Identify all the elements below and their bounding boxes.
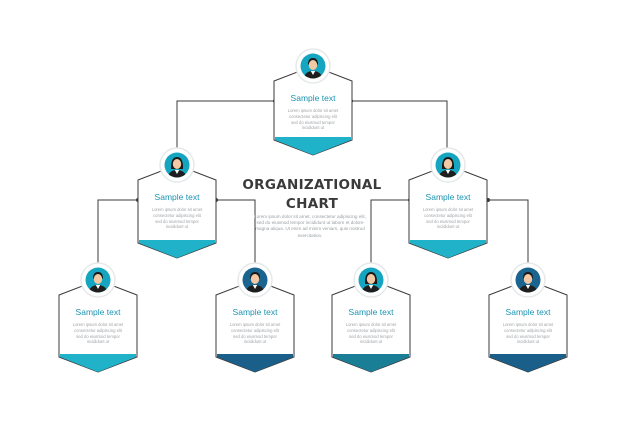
- avatar-collar: [368, 285, 374, 289]
- node-description-staff-3: Lorem ipsum dolor sit amet consectetur a…: [345, 322, 397, 345]
- man-avatar-icon: [295, 48, 331, 84]
- node-staff-1: [58, 279, 138, 373]
- avatar-face: [523, 274, 533, 284]
- avatar-shoulders: [246, 285, 264, 293]
- man-avatar-icon: [80, 262, 116, 298]
- node-accent-bar: [490, 354, 566, 372]
- node-description-staff-2: Lorem ipsum dolor sit amet consectetur a…: [229, 322, 281, 345]
- node-description-staff-1: Lorem ipsum dolor sit amet consectetur a…: [72, 322, 124, 345]
- connector-manager-left-to-staff-1: [97, 199, 138, 264]
- avatar-collar: [95, 285, 101, 289]
- node-description-manager-left: Lorem ipsum dolor sit amet consectetur a…: [151, 207, 203, 230]
- node-manager-left: [137, 164, 217, 259]
- node-staff-3: [331, 279, 411, 373]
- node-label-ceo: Sample text: [290, 93, 336, 103]
- man-avatar-icon: [510, 262, 546, 298]
- node-accent-bar: [410, 240, 486, 258]
- avatar-face: [172, 159, 182, 169]
- node-label-staff-1: Sample text: [75, 307, 121, 317]
- avatar-shoulders: [304, 71, 322, 79]
- avatar-face: [308, 60, 318, 70]
- avatar-collar: [252, 285, 258, 289]
- woman-avatar-icon: [159, 147, 195, 183]
- avatar-collar: [445, 170, 451, 174]
- avatar-collar: [525, 285, 531, 289]
- node-label-staff-3: Sample text: [348, 307, 394, 317]
- node-accent-bar: [333, 354, 409, 372]
- chart-title: ORGANIZATIONAL CHART: [236, 176, 388, 214]
- node-accent-bar: [217, 354, 293, 372]
- avatar-shoulders: [89, 285, 107, 293]
- avatar-shoulders: [168, 170, 186, 178]
- connector-manager-right-to-staff-4: [488, 199, 529, 264]
- node-accent-bar: [60, 354, 136, 372]
- avatar-collar: [310, 71, 316, 75]
- connector-manager-left-to-staff-2: [216, 199, 256, 264]
- chart-title-line-2: CHART: [285, 196, 339, 212]
- connector-ceo-to-manager-right: [351, 100, 448, 148]
- node-accent-bar: [275, 137, 351, 155]
- avatar-shoulders: [519, 285, 537, 293]
- connector-ceo-to-manager-left: [176, 100, 275, 148]
- avatar-face: [443, 159, 453, 169]
- node-staff-4: [488, 279, 568, 373]
- node-label-manager-left: Sample text: [154, 192, 200, 202]
- node-ceo: [273, 65, 353, 156]
- node-label-staff-2: Sample text: [232, 307, 278, 317]
- connector-manager-right-to-staff-3: [370, 199, 410, 264]
- connector-lines: [97, 100, 529, 264]
- nodes-layer: [58, 48, 568, 373]
- node-manager-right: [408, 164, 488, 259]
- node-description-manager-right: Lorem ipsum dolor sit amet consectetur a…: [422, 207, 474, 230]
- node-description-ceo: Lorem ipsum dolor sit amet consectetur a…: [287, 108, 339, 131]
- chart-description: Lorem ipsum dolor sit amet, consectetur …: [254, 214, 366, 238]
- node-label-staff-4: Sample text: [505, 307, 551, 317]
- avatar-collar: [174, 170, 180, 174]
- chart-title-line-1: ORGANIZATIONAL: [242, 177, 382, 193]
- avatar-shoulders: [362, 285, 380, 293]
- avatar-shoulders: [439, 170, 457, 178]
- node-staff-2: [215, 279, 295, 373]
- man-avatar-icon: [237, 262, 273, 298]
- avatar-face: [250, 274, 260, 284]
- node-label-manager-right: Sample text: [425, 192, 471, 202]
- woman-avatar-icon: [430, 147, 466, 183]
- avatar-face: [93, 274, 103, 284]
- node-accent-bar: [139, 240, 215, 258]
- node-description-staff-4: Lorem ipsum dolor sit amet consectetur a…: [502, 322, 554, 345]
- woman-avatar-icon: [353, 262, 389, 298]
- avatar-face: [366, 274, 376, 284]
